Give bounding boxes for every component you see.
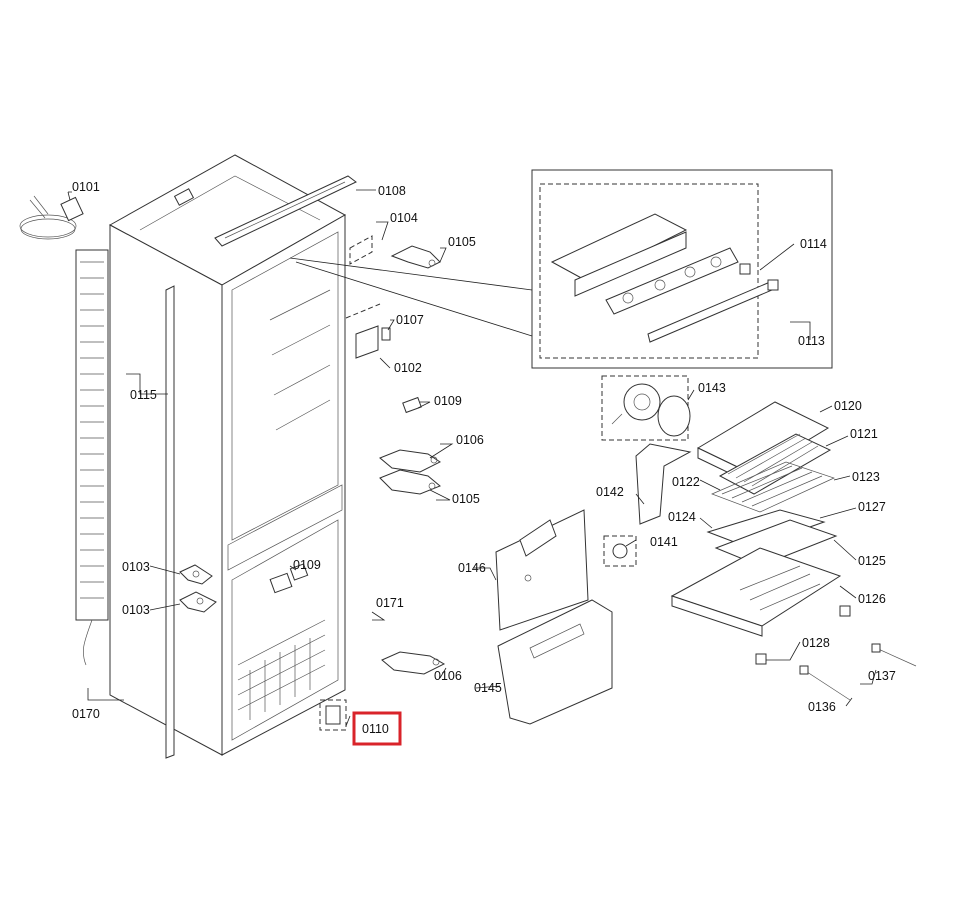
label-0123: 0123	[852, 470, 880, 484]
heater-0123-part	[711, 461, 835, 513]
cover-0145-part	[497, 599, 613, 725]
label-0128: 0128	[802, 636, 830, 650]
label-0142: 0142	[596, 485, 624, 499]
hinge-0106-upper-part	[379, 449, 441, 473]
door-seal-strip-part	[165, 285, 175, 759]
label-0113: 0113	[798, 334, 825, 348]
label-0109-lower: 0109	[293, 558, 321, 572]
label-0141: 0141	[650, 535, 678, 549]
label-0137: 0137	[868, 669, 896, 683]
sensor-0137-part	[871, 643, 917, 667]
cabinet-body-part	[108, 154, 347, 756]
label-0125: 0125	[858, 554, 886, 568]
cover-0102-part	[345, 303, 381, 359]
label-0108: 0108	[378, 184, 406, 198]
label-0107: 0107	[396, 313, 424, 327]
callout-line-inset-top	[289, 257, 533, 291]
hinge-0105-top-part	[390, 245, 441, 269]
air-duct-0142-part	[635, 443, 692, 525]
housing-0126-part	[670, 547, 842, 637]
label-0115: 0115	[130, 388, 157, 402]
screw-0128-part	[755, 605, 851, 665]
label-0114: 0114	[800, 237, 827, 251]
label-0143: 0143	[698, 381, 726, 395]
label-0101: 0101	[72, 180, 100, 194]
label-0126: 0126	[858, 592, 886, 606]
label-0102: 0102	[394, 361, 422, 375]
callout-line-inset-bottom	[295, 261, 533, 337]
panel-0146-part	[495, 509, 589, 631]
clip-0109-lower-part	[269, 563, 309, 594]
leader-lines	[67, 189, 877, 727]
connector-0141-part	[603, 535, 637, 567]
hinge-0103-part	[179, 564, 217, 613]
sensor-0136-part	[799, 665, 851, 701]
label-0103-top: 0103	[122, 560, 150, 574]
condenser-coil-part	[75, 249, 109, 666]
bracket-0104-part	[349, 235, 373, 265]
label-0127: 0127	[858, 500, 886, 514]
label-0110: 0110	[362, 722, 389, 736]
label-0146: 0146	[458, 561, 486, 575]
hinge-0105-lower-part	[379, 469, 441, 495]
label-0122: 0122	[672, 475, 700, 489]
label-0171: 0171	[376, 596, 404, 610]
power-cable-part	[19, 195, 84, 240]
label-0105-top: 0105	[448, 235, 476, 249]
clip-0109-top-part	[402, 396, 422, 414]
label-0136: 0136	[808, 700, 836, 714]
fan-0143-part	[601, 375, 691, 441]
control-module-inset	[531, 169, 833, 369]
label-0105-lower: 0105	[452, 492, 480, 506]
clip-0107-part	[381, 327, 391, 341]
label-0124: 0124	[668, 510, 696, 524]
label-0145: 0145	[474, 681, 502, 695]
label-0120: 0120	[834, 399, 862, 413]
label-0106-top: 0106	[456, 433, 484, 447]
top-rail-part	[173, 175, 357, 247]
label-0106-lower: 0106	[434, 669, 462, 683]
label-0170: 0170	[72, 707, 100, 721]
label-0109-top: 0109	[434, 394, 462, 408]
highlight-box-0110	[352, 711, 402, 746]
hinge-0106-lower-part	[381, 651, 446, 675]
label-0121: 0121	[850, 427, 878, 441]
label-0103-lower: 0103	[122, 603, 150, 617]
label-0104: 0104	[390, 211, 418, 225]
drain-part-0110	[319, 699, 347, 731]
